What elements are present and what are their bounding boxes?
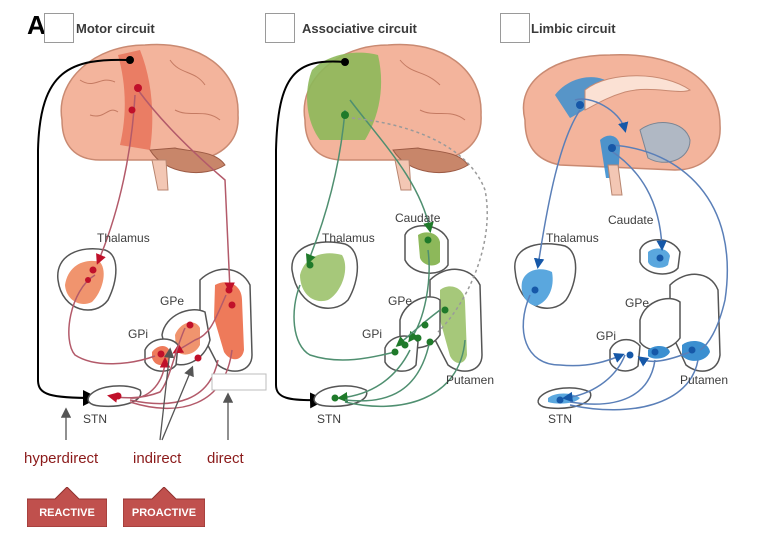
reactive-up-arrow-icon [27,487,107,527]
indirect-label: indirect [133,450,182,467]
limbic-caudate-label: Caudate [608,213,654,227]
panel-letter: A [27,10,46,40]
motor-brain [60,43,239,191]
limbic-stn-label: STN [548,412,572,426]
motor-gpi-label: GPi [128,327,148,341]
motor-stn-label: STN [83,412,107,426]
limbic-thalamus-label: Thalamus [546,231,599,245]
motor-circuit-title: Motor circuit [76,21,155,36]
motor-thalamus-label: Thalamus [97,231,150,245]
limbic-putamen-label: Putamen [680,373,728,387]
motor-gpe-label: GPe [160,294,184,308]
assoc-putamen-label: Putamen [446,373,494,387]
limbic-gpe-label: GPe [625,296,649,310]
reactive-label: REACTIVE [39,507,95,519]
associative-title-checkbox [265,13,295,43]
reactive-arrow-box: REACTIVE [27,487,107,527]
proactive-up-arrow-icon [123,487,205,527]
assoc-gpe-label: GPe [388,294,412,308]
proactive-arrow-box: PROACTIVE [123,487,205,527]
associative-brain [303,43,482,191]
limbic-brain [522,54,721,196]
associative-circuit-title: Associative circuit [302,21,417,36]
hyperdirect-label: hyperdirect [24,450,99,467]
assoc-caudate-label: Caudate [395,211,441,225]
limbic-circuit-title: Limbic circuit [531,21,616,36]
limbic-circuit-panel: Thalamus Caudate GPe GPi Putamen STN [514,54,728,426]
proactive-label: PROACTIVE [131,507,197,519]
direct-label: direct [207,450,244,467]
associative-circuit-panel: Thalamus Caudate GPe GPi Putamen STN [275,43,494,426]
assoc-stn-label: STN [317,412,341,426]
limbic-title-checkbox [500,13,530,43]
assoc-gpi-label: GPi [362,327,382,341]
motor-circuit-panel: Thalamus GPe GPi STN [37,43,267,441]
motor-title-checkbox [44,13,74,43]
assoc-thalamus-label: Thalamus [322,231,375,245]
limbic-gpi-label: GPi [596,329,616,343]
